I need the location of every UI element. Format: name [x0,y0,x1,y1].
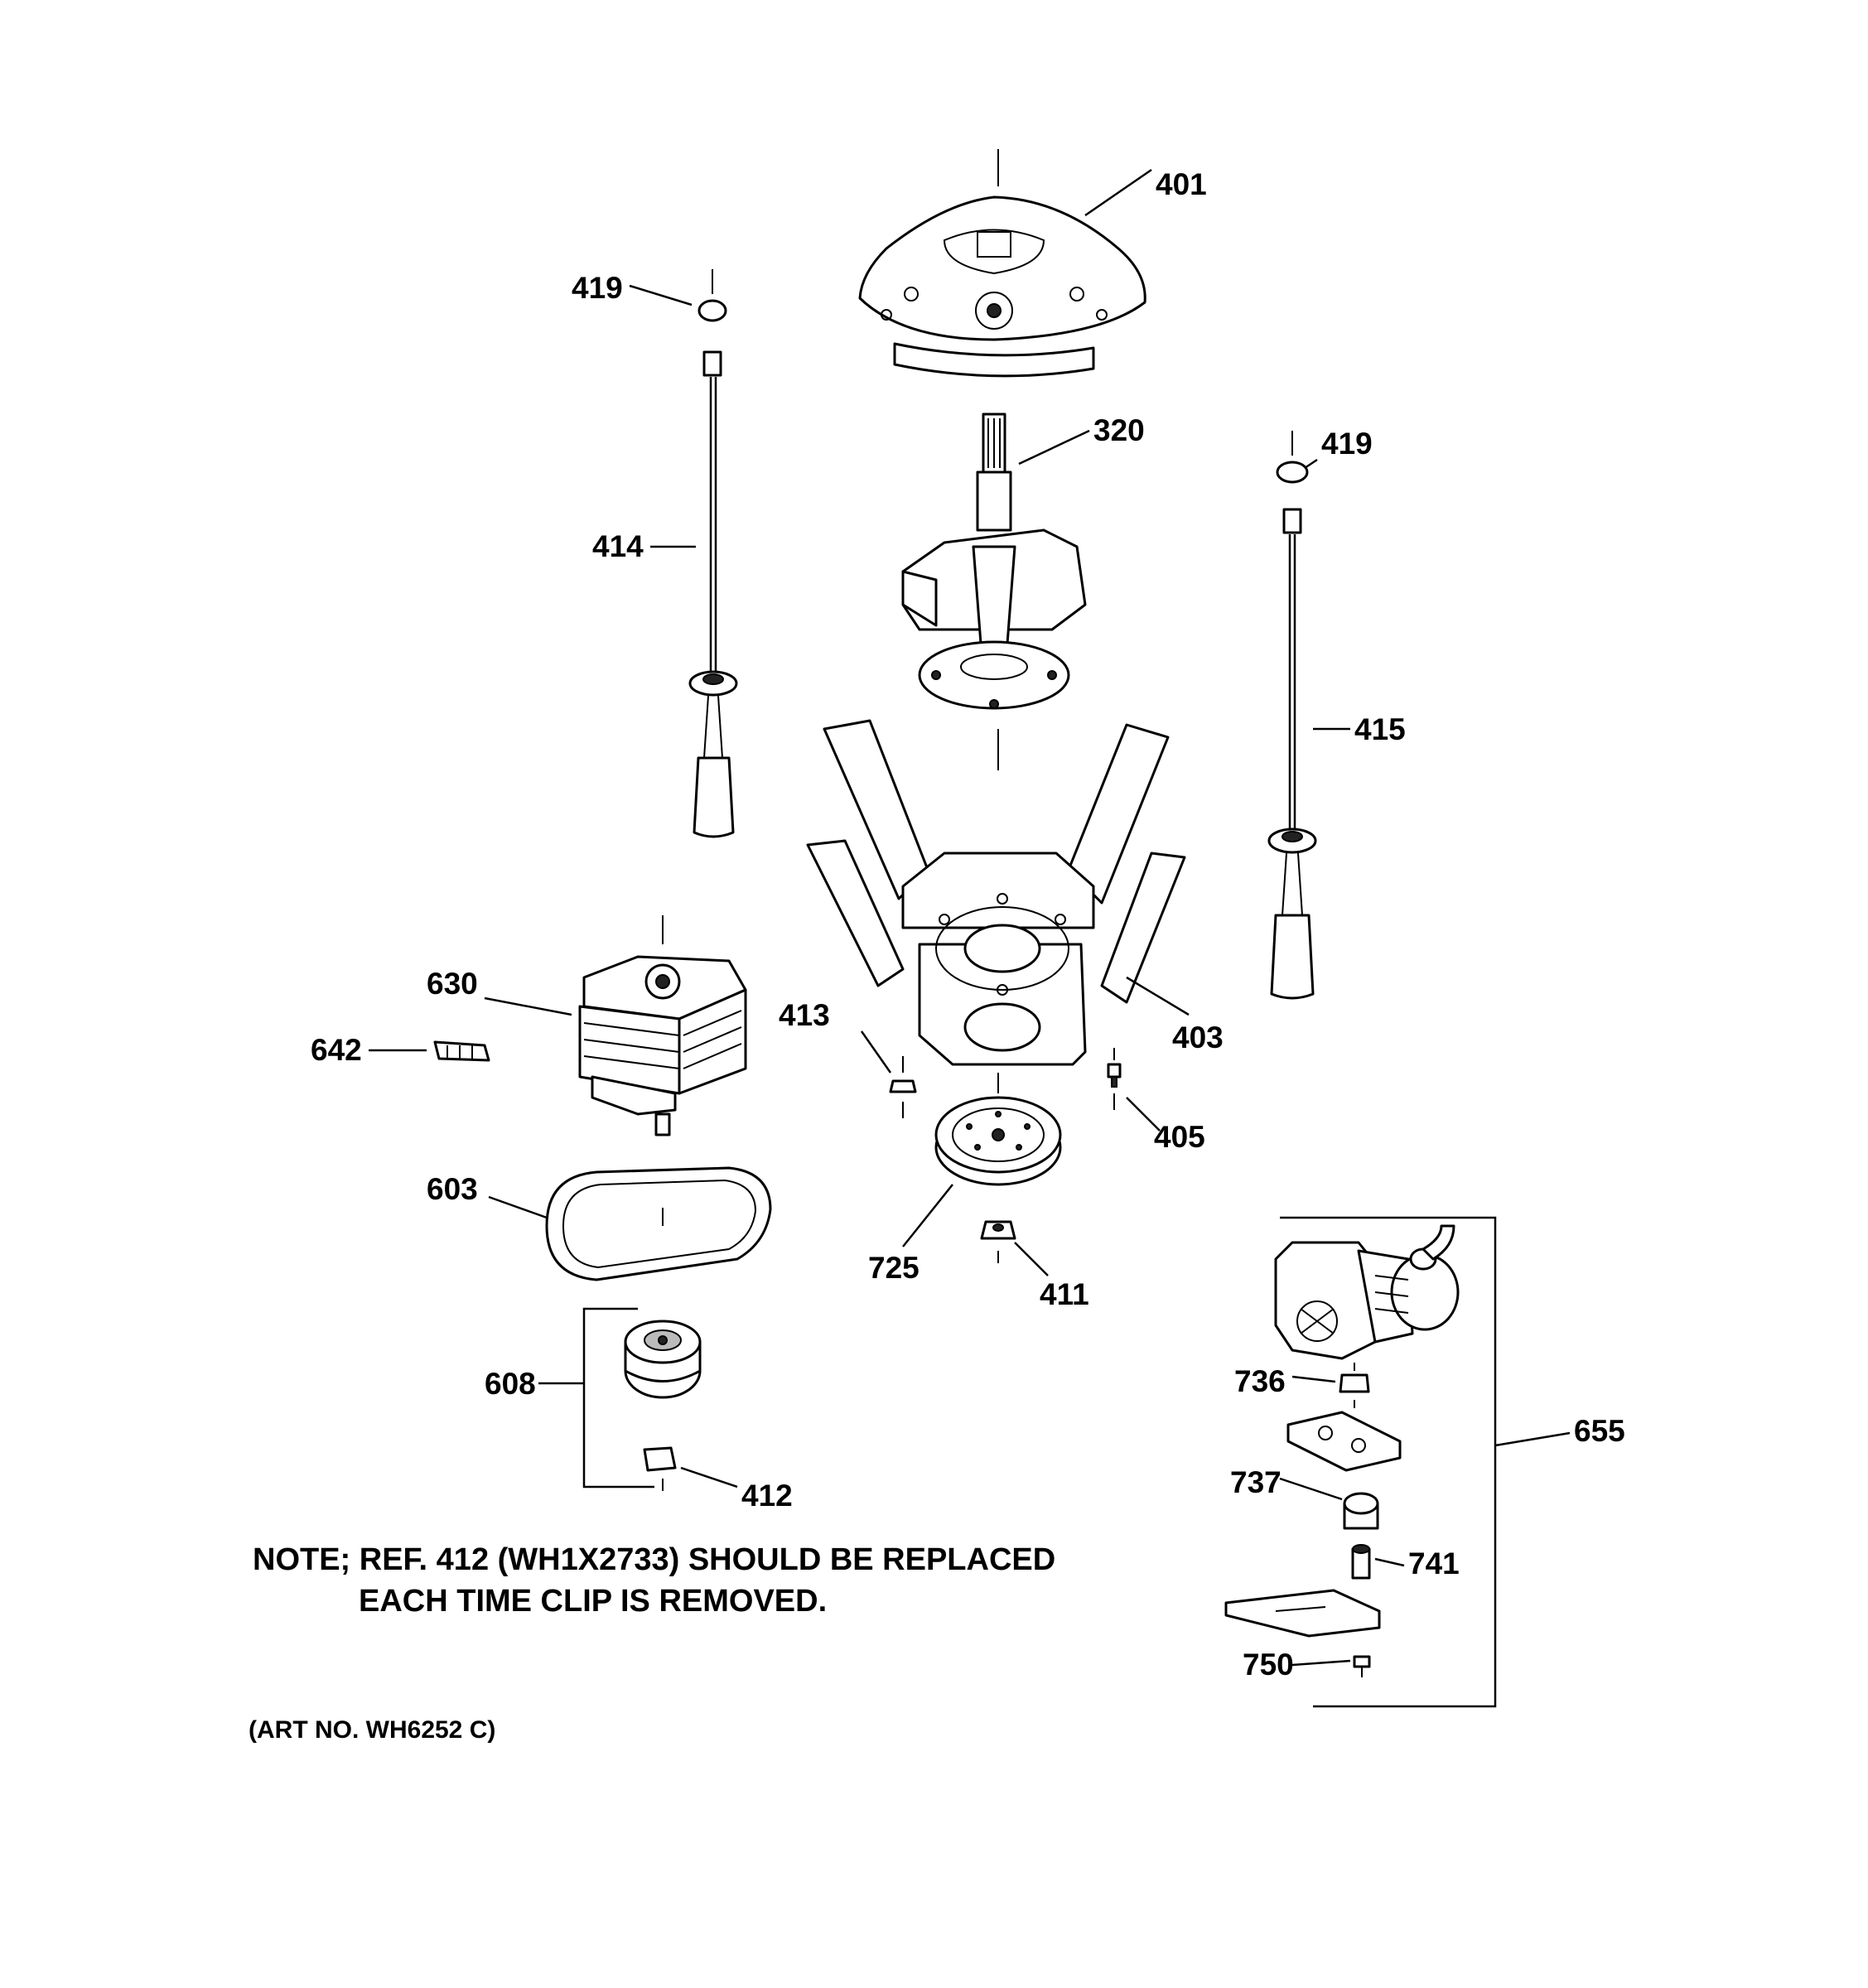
part-320-transmission[interactable] [901,413,1087,770]
part-741-pin[interactable] [1351,1544,1371,1580]
note-line-1: NOTE; REF. 412 (WH1X2733) SHOULD BE REPL… [253,1542,1055,1577]
callout-412: 412 [741,1479,793,1513]
callout-414: 414 [592,529,644,563]
callout-642: 642 [311,1033,362,1067]
callout-737: 737 [1230,1465,1282,1499]
callout-405: 405 [1154,1120,1205,1154]
callout-630: 630 [427,967,478,1001]
part-pump-bracket-lower[interactable] [1224,1589,1381,1638]
callout-419-left: 419 [572,271,623,305]
callout-603: 603 [427,1172,478,1206]
part-630-motor[interactable] [578,915,747,1136]
part-419-right-cap[interactable] [1276,431,1309,484]
callout-403: 403 [1172,1021,1224,1054]
part-736-nut[interactable] [1339,1363,1370,1408]
callout-413: 413 [779,998,830,1032]
callout-419-right: 419 [1321,427,1373,461]
part-414-suspension-rod[interactable] [688,350,738,838]
callout-411: 411 [1040,1277,1089,1311]
callout-741: 741 [1408,1546,1460,1580]
part-750-screw[interactable] [1353,1655,1371,1677]
callout-736: 736 [1234,1364,1286,1398]
callout-750: 750 [1243,1648,1294,1682]
note-line-2: EACH TIME CLIP IS REMOVED. [359,1584,827,1619]
callout-655: 655 [1574,1414,1625,1448]
leader-lines [369,168,1571,1667]
part-403-mounting-bracket[interactable] [806,719,1186,1066]
part-725-pulley[interactable] [934,1073,1062,1186]
bracket-655 [1280,1216,1497,1708]
callout-415: 415 [1354,712,1406,746]
art-number: (ART NO. WH6252 C) [249,1716,495,1744]
part-413-nut[interactable] [889,1056,917,1118]
part-412-clip[interactable] [643,1446,677,1491]
bracket-608 [582,1307,654,1489]
part-419-left-cap[interactable] [697,269,727,322]
part-405-screw[interactable] [1107,1048,1122,1110]
callout-725: 725 [868,1251,920,1285]
callout-608: 608 [485,1367,536,1401]
part-737-grommet[interactable] [1343,1492,1379,1530]
part-411-nut[interactable] [980,1220,1016,1263]
part-608-coupling[interactable] [624,1320,702,1399]
callout-320: 320 [1093,413,1145,447]
part-401-cover[interactable] [858,149,1146,378]
part-pump-bracket-upper[interactable] [1286,1411,1402,1472]
part-642-connector[interactable] [433,1040,490,1062]
part-655-pump[interactable] [1274,1224,1460,1360]
part-415-suspension-rod[interactable] [1267,508,1317,1000]
part-603-belt[interactable] [545,1166,772,1281]
callout-401: 401 [1156,167,1207,201]
